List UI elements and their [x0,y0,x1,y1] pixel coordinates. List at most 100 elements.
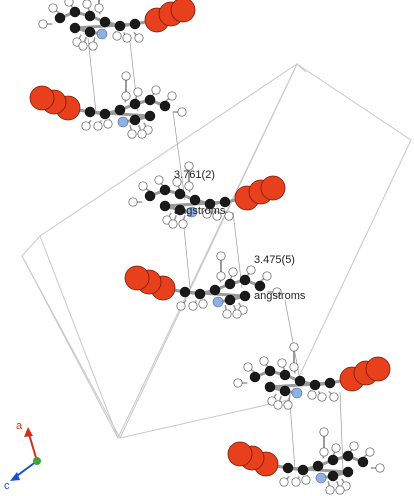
carbon-atom [204,198,216,210]
carbon-atom [144,190,156,202]
axis-triad [10,427,41,481]
hydrogen-atom [121,71,131,81]
hydrogen-atom [93,121,103,131]
hydrogen-atom [184,161,194,171]
hydrogen-atom [216,271,226,281]
hydrogen-atom [94,3,104,13]
hydrogen-atom [64,0,74,7]
carbon-atom [159,200,171,212]
hydrogen-atom [178,219,188,229]
carbon-atom [69,6,81,18]
carbon-atom [129,114,141,126]
molecule-1 [38,0,196,51]
carbon-atom [69,22,81,34]
hydrogen-atom [277,358,287,368]
nitrogen-atom [212,296,224,308]
molecules [29,0,391,495]
nitrogen-atom [117,116,129,128]
hydrogen-atom [246,265,256,275]
hydrogen-atom [176,301,186,311]
axis-c-arrow [10,472,20,481]
molecule-5 [233,342,391,410]
hydrogen-atom [82,0,92,9]
hydrogen-atom [319,447,329,457]
carbon-atom [224,278,236,290]
hydrogen-atom [121,91,131,101]
carbon-atom [327,470,339,482]
hydrogen-atom [289,362,299,372]
carbon-atom [54,12,66,24]
hydrogen-atom [222,309,232,319]
hydrogen-atom [279,477,289,487]
distance-value-1: 3.761(2) [174,169,215,181]
distance-label-1: 3.761(2) angstroms [174,145,225,241]
carbon-atom [297,464,309,476]
hydrogen-atom [38,19,48,29]
carbon-atom [239,274,251,286]
hydrogen-atom [48,3,58,13]
carbon-atom [99,16,111,28]
hydrogen-atom [88,41,98,51]
hydrogen-atom [349,441,359,451]
hydrogen-atom [133,87,143,97]
hydrogen-atom [365,447,375,457]
hydrogen-atom [262,271,272,281]
oxygen-atom [29,85,55,111]
hydrogen-atom [188,301,198,311]
hydrogen-atom [307,390,317,400]
hydrogen-atom [138,181,148,191]
carbon-atom [309,379,321,391]
distance-unit-2: angstroms [254,290,306,302]
nitrogen-atom [315,472,327,484]
distance-unit-1: angstroms [174,205,226,217]
oxygen-atom [260,175,286,201]
hydrogen-atom [177,107,187,117]
carbon-atom [84,26,96,38]
carbon-atom [279,385,291,397]
hydrogen-atom [103,119,113,129]
axis-label-a: a [16,420,23,432]
hydrogen-atom [319,427,329,437]
carbon-atom [264,381,276,393]
carbon-atom [159,184,171,196]
hydrogen-atom [329,392,339,402]
carbon-atom [144,110,156,122]
nitrogen-atom [96,28,108,40]
hydrogen-atom [325,485,335,495]
hydrogen-atom [301,475,311,485]
carbon-atom [99,108,111,120]
molecule-2 [29,71,187,139]
hydrogen-atom [134,33,144,43]
hydrogen-atom [216,251,226,261]
molecule-4 [124,251,282,319]
distance-value-2: 3.475(5) [254,254,295,266]
oxygen-atom [365,356,391,382]
distance-label-2: 3.475(5) angstroms [254,230,305,326]
hydrogen-atom [78,41,88,51]
oxygen-atom [227,441,253,467]
molecule-6 [227,427,385,495]
hydrogen-atom [112,31,122,41]
carbon-atom [129,98,141,110]
hydrogen-atom [122,33,132,43]
hydrogen-atom [232,309,242,319]
unit-cell [21,62,412,440]
hydrogen-atom [272,287,282,297]
oxygen-atom [170,0,196,23]
carbon-atom [282,462,294,474]
carbon-atom [114,20,126,32]
hydrogen-atom [243,362,253,372]
hydrogen-atom [172,177,182,187]
hydrogen-atom [212,211,222,221]
carbon-atom [219,196,231,208]
carbon-atom [254,280,266,292]
hydrogen-atom [335,485,345,495]
carbon-atom [84,10,96,22]
nitrogen-atom [186,206,198,218]
nitrogen-atom [291,387,303,399]
hydrogen-atom [154,175,164,185]
oxygen-atom [124,265,150,291]
carbon-atom [312,460,324,472]
axis-a-arrow [24,427,33,437]
